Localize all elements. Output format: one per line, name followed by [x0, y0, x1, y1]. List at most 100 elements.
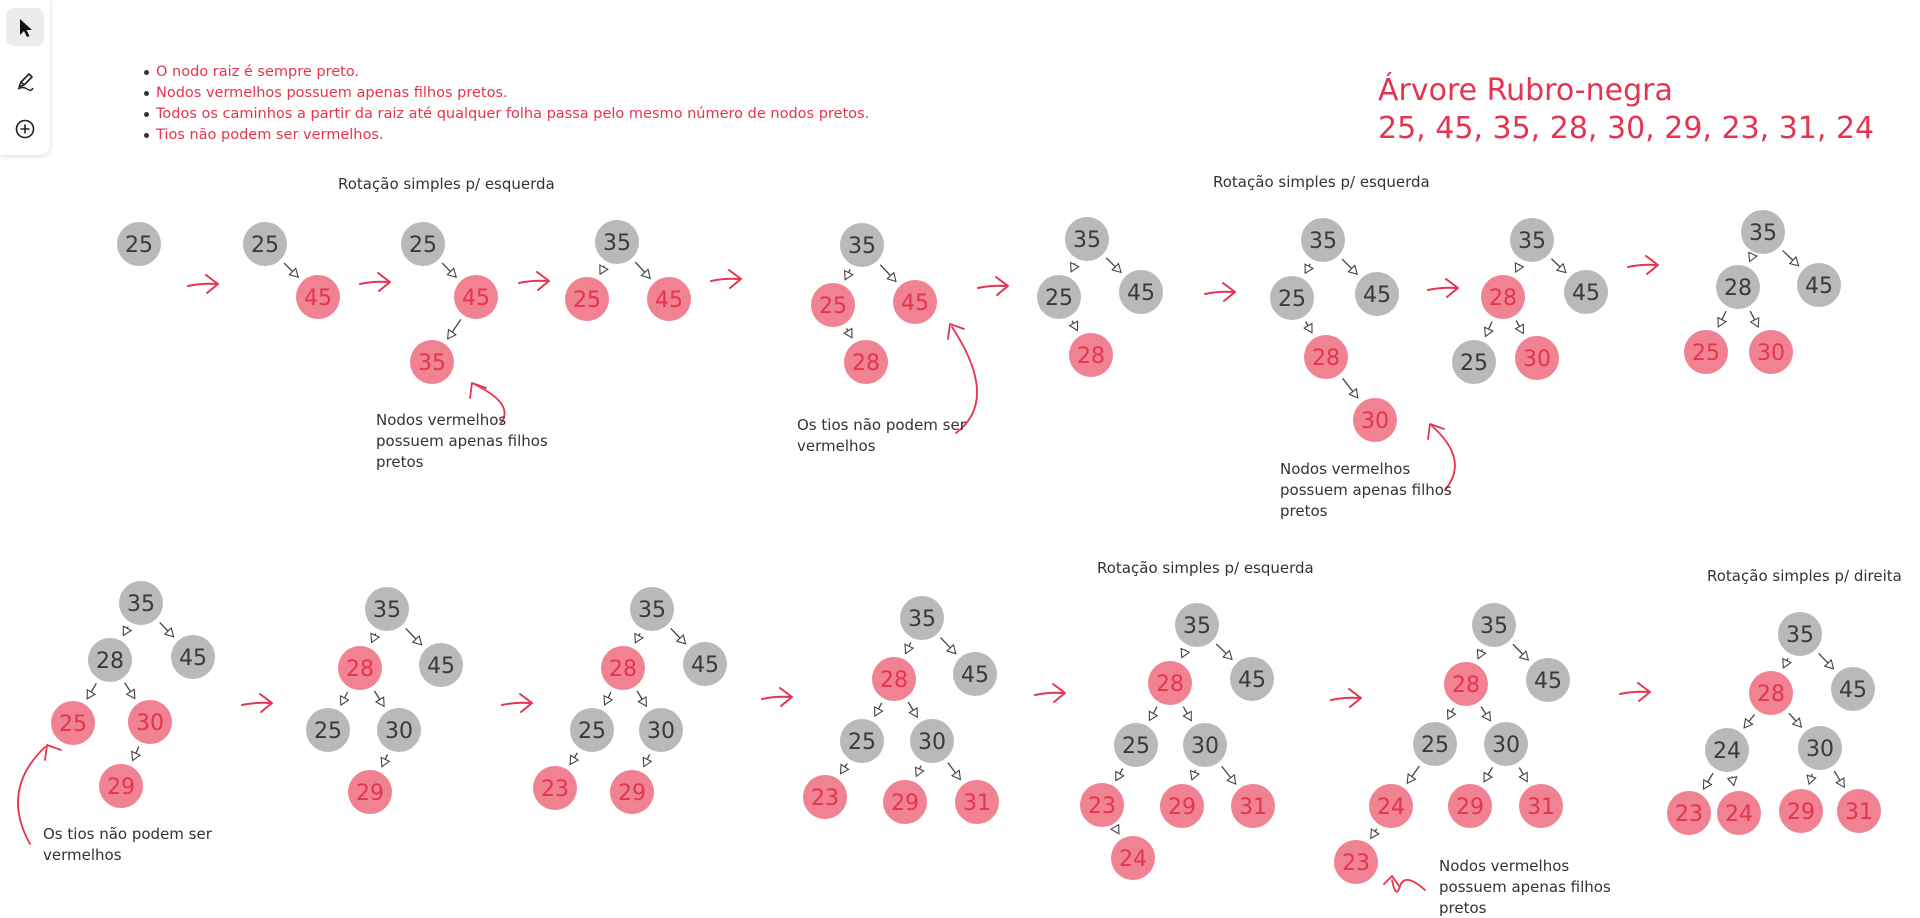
rule-item: Nodos vermelhos possuem apenas filhos pr… — [144, 83, 869, 104]
tree-edge-arrow — [405, 627, 423, 646]
red-node: 31 — [1231, 784, 1275, 828]
rule-item: Tios não podem ser vermelhos. — [144, 125, 869, 146]
black-node: 45 — [1797, 263, 1841, 307]
pen-tool-button[interactable] — [6, 62, 44, 100]
black-node: 24 — [1705, 728, 1749, 772]
step-arrow — [710, 269, 742, 289]
node-value: 45 — [1839, 678, 1867, 703]
red-node: 28 — [1444, 662, 1488, 706]
black-node: 45 — [1119, 270, 1163, 314]
tree-edge-arrow — [441, 262, 457, 278]
black-node: 35 — [1175, 603, 1219, 647]
node-value: 23 — [811, 786, 839, 811]
tree-edge-arrow — [124, 682, 136, 700]
node-value: 28 — [852, 351, 880, 376]
node-value: 23 — [1088, 794, 1116, 819]
red-node: 30 — [1353, 398, 1397, 442]
tree-edge-arrow — [1105, 257, 1122, 274]
node-value: 35 — [1480, 614, 1508, 639]
node-value: 35 — [1183, 614, 1211, 639]
node-value: 28 — [1724, 276, 1752, 301]
red-node: 24 — [1369, 784, 1413, 828]
node-value: 28 — [880, 668, 908, 693]
step-arrow — [761, 687, 793, 707]
red-node: 25 — [1684, 330, 1728, 374]
annotation-note: vermelhos — [43, 846, 122, 864]
node-value: 35 — [1073, 228, 1101, 253]
annotation-note: Nodos vermelhos — [1280, 460, 1410, 478]
node-value: 45 — [462, 286, 490, 311]
red-node: 28 — [844, 340, 888, 384]
node-value: 45 — [1534, 669, 1562, 694]
black-node: 35 — [595, 220, 639, 264]
red-node: 28 — [1481, 275, 1525, 319]
annotation-note: vermelhos — [797, 437, 876, 455]
tree-edge-arrow — [370, 632, 381, 644]
black-node: 45 — [419, 643, 463, 687]
step-arrow — [1330, 688, 1362, 708]
node-value: 30 — [136, 711, 164, 736]
node-value: 23 — [541, 777, 569, 802]
red-node: 23 — [1334, 840, 1378, 884]
red-node: 30 — [1749, 330, 1793, 374]
black-node: 35 — [840, 223, 884, 267]
pen-icon — [17, 73, 34, 91]
tree-edge-arrow — [447, 318, 462, 340]
red-node: 28 — [1749, 671, 1793, 715]
tree-edge-arrow — [1304, 263, 1315, 275]
rule-item: Todos os caminhos a partir da raiz até q… — [144, 104, 869, 125]
tree-edge-arrow — [670, 627, 687, 645]
tree-edge-arrow — [914, 765, 925, 778]
node-value: 25 — [409, 233, 437, 258]
red-node: 45 — [893, 280, 937, 324]
node-value: 28 — [1156, 672, 1184, 697]
red-node: 28 — [1304, 335, 1348, 379]
step-arrow — [1627, 255, 1659, 275]
node-value: 35 — [848, 234, 876, 259]
tree-edge-arrow — [1818, 652, 1835, 670]
tree-edge-arrow — [1068, 320, 1079, 332]
black-node: 35 — [1065, 217, 1109, 261]
black-node: 30 — [1183, 723, 1227, 767]
tree-edge-arrow — [1726, 776, 1738, 787]
tree-edge-arrow — [879, 264, 897, 283]
node-value: 30 — [1523, 347, 1551, 372]
black-node: 45 — [1831, 667, 1875, 711]
tree-edge-arrow — [1782, 657, 1793, 669]
node-value: 25 — [1421, 733, 1449, 758]
node-value: 45 — [179, 646, 207, 671]
select-tool-button[interactable] — [6, 8, 44, 46]
node-value: 35 — [373, 598, 401, 623]
node-value: 25 — [573, 288, 601, 313]
node-value: 35 — [908, 607, 936, 632]
black-node: 35 — [900, 596, 944, 640]
tree-edge-arrow — [1748, 251, 1759, 263]
node-value: 24 — [1377, 795, 1405, 820]
node-value: 28 — [96, 649, 124, 674]
black-node: 45 — [1526, 658, 1570, 702]
red-node: 45 — [296, 275, 340, 319]
node-value: 35 — [1309, 229, 1337, 254]
node-value: 28 — [1452, 673, 1480, 698]
black-node: 35 — [365, 587, 409, 631]
red-node: 29 — [610, 770, 654, 814]
black-node: 25 — [243, 222, 287, 266]
annotation-note: Nodos vermelhos — [376, 411, 506, 429]
node-value: 29 — [891, 791, 919, 816]
add-circle-icon — [15, 119, 35, 139]
node-value: 28 — [609, 657, 637, 682]
annotation-note: pretos — [1280, 502, 1328, 520]
add-tool-button[interactable] — [6, 110, 44, 148]
tree-edge-arrow — [339, 691, 350, 707]
black-node: 25 — [117, 222, 161, 266]
node-value: 35 — [638, 598, 666, 623]
node-value: 35 — [603, 231, 631, 256]
node-value: 29 — [1456, 795, 1484, 820]
tree-edge-arrow — [839, 763, 850, 775]
step-arrow — [1204, 282, 1236, 302]
black-node: 35 — [119, 581, 163, 625]
insertion-sequence: 25, 45, 35, 28, 30, 29, 23, 31, 24 — [1378, 111, 1875, 146]
step-arrow — [1619, 682, 1651, 702]
black-node: 25 — [306, 708, 350, 752]
